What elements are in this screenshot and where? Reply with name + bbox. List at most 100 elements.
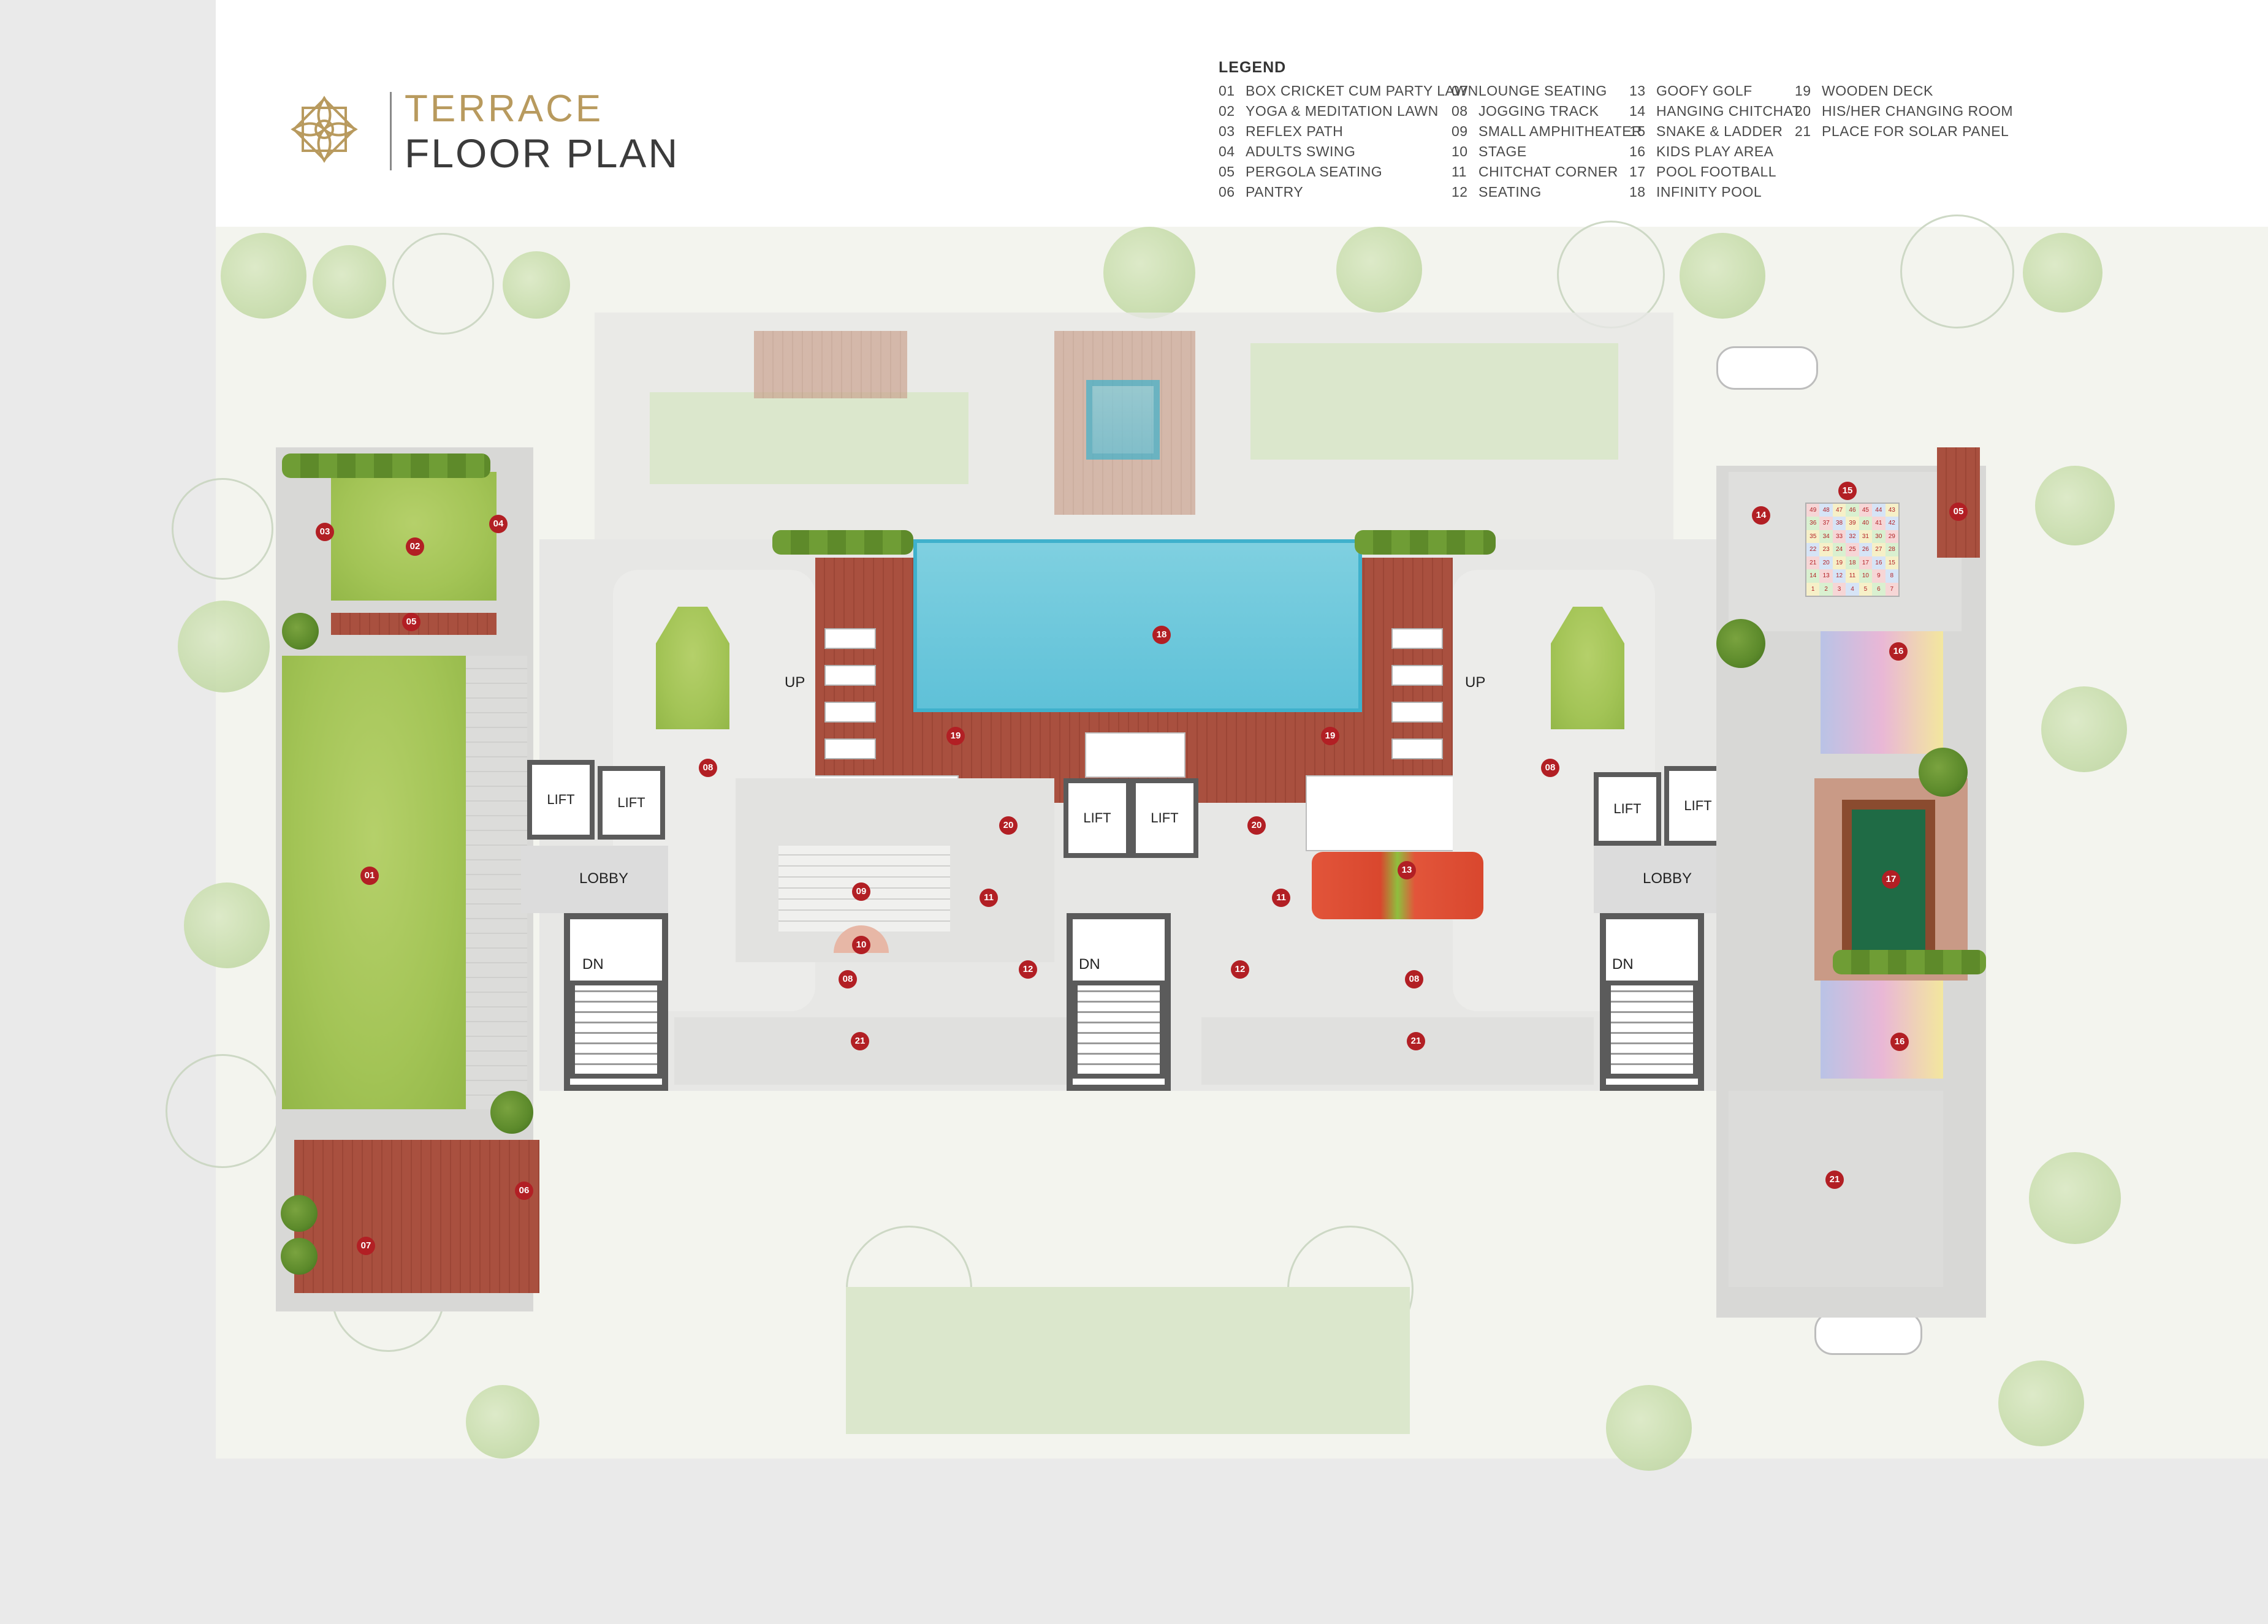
board-cell: 18: [1846, 556, 1859, 570]
board-cell: 13: [1819, 569, 1833, 583]
board-cell: 46: [1846, 504, 1859, 517]
title-terrace: TERRACE: [405, 88, 604, 130]
board-cell: 38: [1832, 517, 1846, 530]
pool-lounger: [824, 738, 876, 759]
lobby-left-area: [521, 846, 668, 913]
background-tree: [1680, 233, 1765, 319]
marker-16: 16: [1889, 642, 1908, 661]
board-cell: 26: [1859, 543, 1873, 556]
hedge-row: [1355, 530, 1496, 555]
solar-panel-area-left: [674, 1017, 1067, 1085]
dn-label-center: DN: [1079, 956, 1100, 973]
parked-car: [1716, 346, 1818, 390]
board-cell: 5: [1859, 582, 1873, 596]
goofy-golf-course: [1312, 852, 1483, 919]
background-tree: [2041, 686, 2127, 772]
marker-09: 09: [852, 882, 870, 901]
marker-21: 21: [1407, 1032, 1425, 1050]
board-cell: 14: [1806, 569, 1820, 583]
side-walkway-left: [466, 656, 527, 1109]
background-tree: [1103, 227, 1195, 319]
center-pavilion: [1085, 732, 1185, 778]
solar-panel-area-right: [1201, 1017, 1594, 1085]
title-divider: [390, 92, 392, 170]
board-cell: 31: [1859, 529, 1873, 544]
marker-13: 13: [1398, 861, 1416, 879]
yoga-lawn: [331, 472, 497, 601]
board-cell: 44: [1872, 504, 1886, 517]
hedge-row: [772, 530, 913, 555]
lift-center-1: LIFT: [1064, 778, 1131, 858]
kids-play-area-top: [1821, 631, 1943, 754]
board-cell: 39: [1846, 517, 1859, 530]
board-cell: 35: [1806, 529, 1820, 544]
marker-19: 19: [946, 727, 965, 745]
background-tree: [2035, 466, 2115, 545]
background-tree: [1606, 1385, 1692, 1471]
marker-19: 19: [1321, 727, 1339, 745]
board-cell: 32: [1846, 529, 1859, 544]
marker-11: 11: [1272, 889, 1290, 907]
planter-hex-left: [656, 607, 729, 729]
board-cell: 41: [1872, 517, 1886, 530]
marker-08: 08: [699, 759, 717, 777]
board-cell: 3: [1832, 582, 1846, 596]
dn-label-left: DN: [582, 956, 604, 973]
pool-lounger: [824, 628, 876, 649]
planter-tree: [1919, 748, 1968, 797]
upper-deck-left: [754, 331, 907, 398]
pool-lounger: [824, 665, 876, 686]
board-cell: 45: [1859, 504, 1873, 517]
board-cell: 47: [1832, 504, 1846, 517]
board-cell: 8: [1885, 569, 1898, 583]
marker-20: 20: [1247, 816, 1266, 835]
board-cell: 20: [1819, 556, 1833, 570]
kids-play-area-bottom: [1821, 981, 1943, 1079]
upper-lawn-left: [650, 392, 968, 484]
lobby-label-left: LOBBY: [579, 870, 629, 887]
marker-03: 03: [316, 523, 334, 541]
board-cell: 1: [1806, 582, 1820, 596]
pool-lounger: [1391, 628, 1443, 649]
up-label-left: UP: [785, 674, 805, 691]
solar-panel-area-east: [1729, 1091, 1943, 1287]
marker-07: 07: [357, 1237, 375, 1255]
marker-06: 06: [515, 1182, 533, 1200]
board-cell: 10: [1859, 569, 1873, 583]
board-cell: 29: [1885, 529, 1898, 544]
hedge-row: [282, 453, 490, 478]
upper-lawn-right: [1250, 343, 1618, 460]
background-tree: [184, 882, 270, 968]
planter-tree: [281, 1238, 318, 1275]
board-cell: 4: [1846, 582, 1859, 596]
pool-lounger: [824, 702, 876, 723]
board-cell: 22: [1806, 543, 1820, 556]
board-cell: 21: [1806, 556, 1820, 570]
planter-tree: [282, 613, 319, 650]
upper-water-feature: [1086, 380, 1160, 460]
lobby-label-right: LOBBY: [1643, 870, 1692, 887]
board-cell: 11: [1846, 569, 1859, 583]
marker-20: 20: [999, 816, 1018, 835]
lift-left-2: LIFT: [598, 766, 665, 840]
marker-05: 05: [402, 613, 420, 631]
title-floor-plan: FLOOR PLAN: [405, 131, 680, 176]
pool-lounger: [1391, 665, 1443, 686]
lift-left-1: LIFT: [527, 760, 595, 840]
lift-right-1: LIFT: [1594, 772, 1661, 846]
board-cell: 9: [1872, 569, 1886, 583]
marker-01: 01: [360, 867, 379, 885]
lotus-logo-icon: [288, 93, 360, 165]
marker-08: 08: [1405, 970, 1423, 988]
marker-12: 12: [1019, 960, 1037, 979]
